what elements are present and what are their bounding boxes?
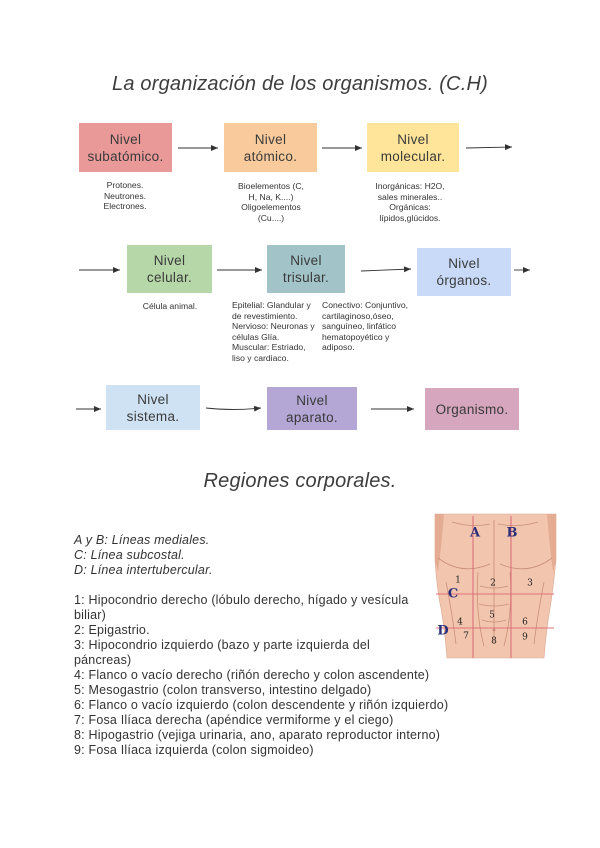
level-name: Organismo.: [435, 401, 509, 417]
level-label: Nivel: [254, 131, 287, 147]
notes-tissue-right: Conectivo: Conjuntivo, cartilaginoso,óse…: [322, 300, 408, 353]
note-line: de revestimiento.: [232, 310, 298, 321]
flow-arrow: [205, 405, 262, 412]
note-line: Protones.: [106, 180, 144, 190]
note-line: Epitelial: Glandular y: [232, 300, 311, 310]
note-line: Electrones.: [103, 201, 147, 211]
note-line: Orgánicas:: [389, 202, 431, 212]
regions-legend: A y B: Líneas mediales. C: Línea subcost…: [74, 533, 448, 578]
regions-list: 1: Hipocondrio derecho (lóbulo derecho, …: [74, 593, 448, 758]
note-line: sales minerales..: [377, 191, 443, 202]
note-line: Muscular: Estriado,: [232, 342, 306, 352]
list-item: biliar): [74, 608, 106, 622]
note-line: Bioelementos (C,: [238, 181, 304, 191]
navel: [492, 628, 496, 632]
region-number: 5: [489, 611, 495, 621]
legend-line: C: Línea subcostal.: [74, 548, 185, 562]
note-line: células Glía.: [232, 331, 280, 342]
level-label: Nivel: [137, 391, 169, 407]
note-line: sanguíneo, linfático: [322, 321, 397, 331]
level-label: Nivel: [153, 253, 186, 268]
regions-text: A y B: Líneas mediales. C: Línea subcost…: [74, 533, 448, 758]
list-item: 3: Hipocondrio izquierdo (bazo y parte i…: [74, 638, 370, 652]
level-box-apparatus: Nivel aparato.: [267, 387, 357, 430]
level-box-organs: Nivel órganos.: [417, 248, 511, 296]
region-number: 4: [457, 618, 463, 628]
section-title: Regiones corporales.: [203, 470, 397, 492]
level-box-subatomic: Nivel subatómico.: [79, 123, 172, 172]
list-item: 5: Mesogastrio (colon transverso, intest…: [74, 683, 372, 697]
note-line: liso y cardiaco.: [232, 352, 289, 363]
level-name: molecular.: [380, 148, 446, 164]
note-line: Neutrones.: [103, 190, 147, 201]
legend-line: D: Línea intertubercular.: [74, 563, 213, 577]
note-line: Inorgánicas: H2O,: [375, 181, 445, 191]
level-label: Nivel: [397, 131, 429, 147]
arm-shade: [547, 514, 556, 572]
list-item: 4: Flanco o vacío derecho (riñón derecho…: [74, 668, 430, 682]
page-title: La organización de los organismos. (C.H): [112, 73, 488, 95]
level-box-molecular: Nivel molecular.: [367, 123, 459, 172]
list-item: páncreas): [74, 653, 132, 667]
level-name: subatómico.: [87, 148, 164, 164]
level-name: órganos.: [436, 273, 492, 288]
level-box-tissue: Nivel trisular.: [267, 245, 345, 293]
torso-shape: [434, 513, 557, 659]
notes-molecular: Inorgánicas: H2O, sales minerales.. Orgá…: [350, 181, 470, 223]
note-line: adiposo.: [322, 342, 355, 352]
level-box-cellular: Nivel celular.: [127, 245, 212, 293]
notes-tissue-left: Epitelial: Glandular y de revestimiento.…: [232, 300, 315, 363]
region-number: 1: [455, 576, 461, 586]
note-line: (Cu....): [257, 212, 285, 223]
line-label: B: [507, 526, 518, 541]
region-number: 6: [522, 618, 528, 628]
list-item: 9: Fosa Ilíaca izquierda (colon sigmoide…: [74, 743, 314, 757]
notes-cellular: Célula animal.: [110, 301, 230, 312]
region-number: 7: [463, 632, 469, 642]
list-item: 2: Epigastrio.: [74, 623, 150, 637]
level-box-organism: Organismo.: [425, 388, 519, 430]
note-line: Oligoelementos: [241, 202, 301, 212]
region-number: 9: [522, 633, 528, 643]
line-label: C: [448, 587, 458, 602]
legend-line: A y B: Líneas mediales.: [74, 533, 210, 547]
note-line: Célula animal.: [142, 301, 198, 311]
level-box-system: Nivel sistema.: [106, 385, 200, 430]
level-name: celular.: [146, 270, 193, 285]
note-line: hematopoyético y: [322, 331, 390, 342]
flow-arrow: [465, 144, 513, 151]
level-name: aparato.: [286, 409, 338, 425]
level-label: Nivel: [290, 253, 322, 268]
level-label: Nivel: [296, 392, 328, 408]
flow-arrow: [360, 266, 412, 273]
region-number: 3: [527, 579, 533, 589]
muscle-contours: [437, 520, 553, 647]
notes-atomic: Bioelementos (C, H, Na, K....) Oligoelem…: [211, 181, 331, 223]
line-label: A: [469, 526, 481, 541]
note-line: lípidos,glúcidos.: [379, 212, 441, 223]
level-name: sistema.: [126, 408, 180, 424]
level-box-atomic: Nivel atómico.: [224, 123, 317, 172]
list-item: 8: Hipogastrio (vejiga urinaria, ano, ap…: [74, 728, 441, 742]
note-line: Nervioso: Neuronas y: [232, 321, 315, 331]
arm-shade: [435, 514, 444, 572]
list-item: 1: Hipocondrio derecho (lóbulo derecho, …: [74, 593, 409, 607]
notes-subatomic: Protones. Neutrones. Electrones.: [65, 180, 185, 212]
note-line: Conectivo: Conjuntivo,: [322, 300, 408, 310]
abdominal-regions-illustration: A B C D 1 2 3 4 5 6 7 8 9: [434, 513, 557, 659]
level-name: trisular.: [282, 270, 330, 285]
region-number: 2: [490, 579, 496, 589]
level-label: Nivel: [448, 256, 480, 271]
list-item: 7: Fosa Ilíaca derecha (apéndice vermifo…: [74, 713, 394, 727]
note-line: H, Na, K....): [248, 191, 294, 202]
level-label: Nivel: [109, 131, 142, 147]
list-item: 6: Flanco o vacío izquierdo (colon desce…: [74, 698, 449, 712]
note-line: cartilaginoso,óseo,: [322, 310, 394, 321]
level-name: atómico.: [243, 148, 298, 164]
region-number: 8: [491, 637, 497, 647]
line-label: D: [437, 624, 448, 639]
